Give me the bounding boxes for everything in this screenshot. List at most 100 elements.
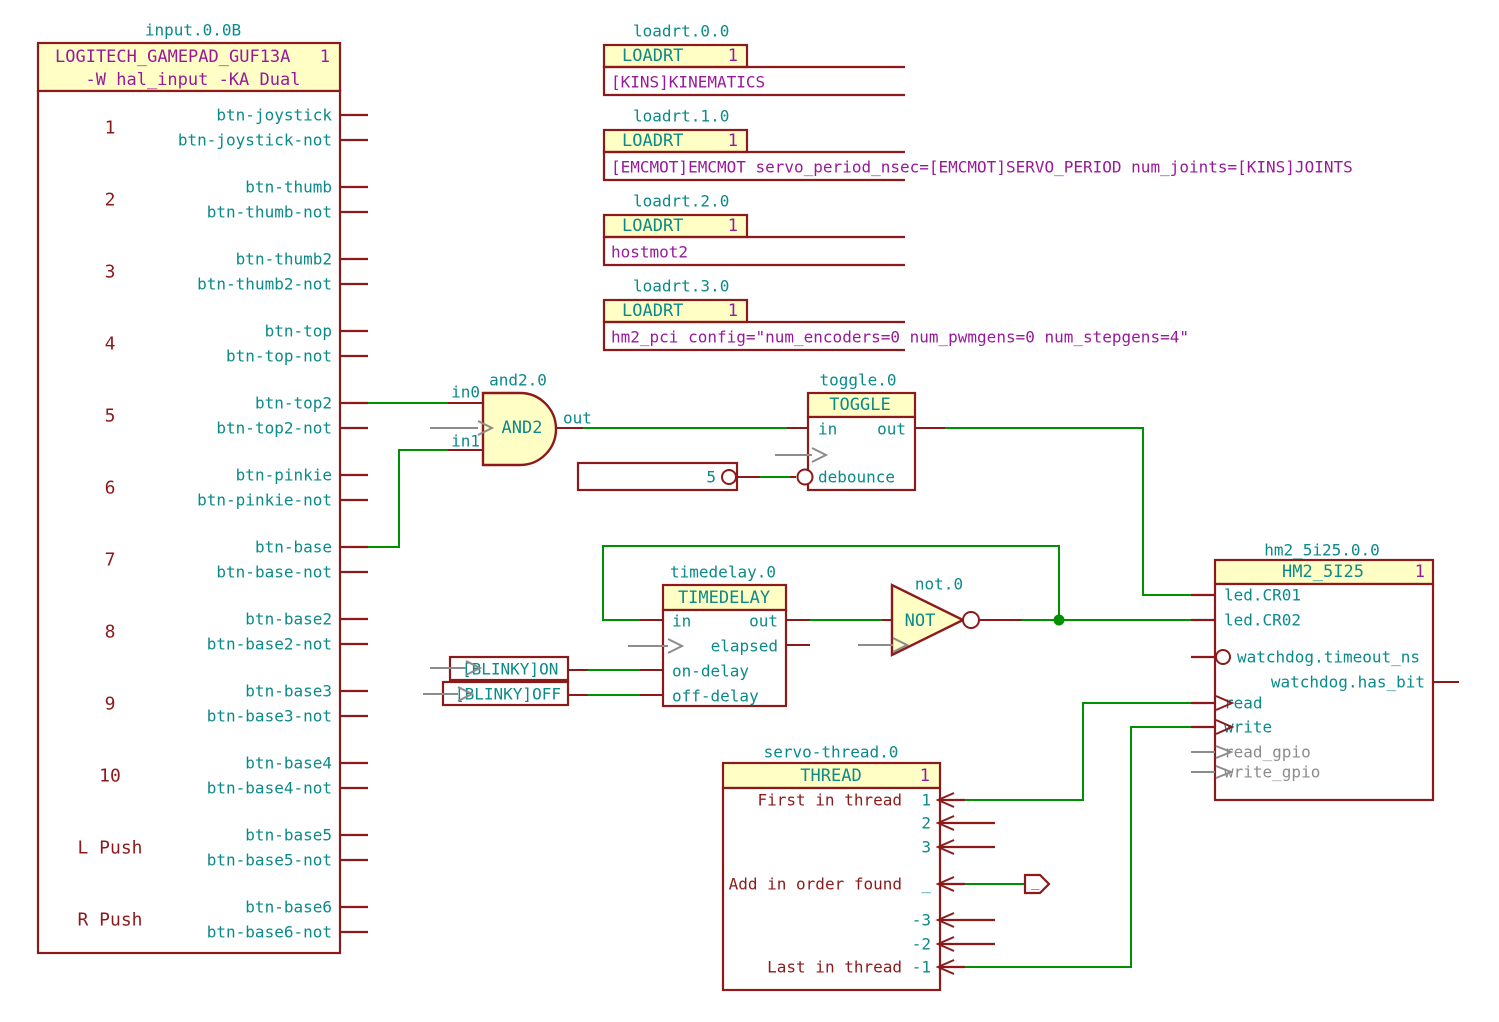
- loadrt-param-box[interactable]: [602, 65, 905, 97]
- and2-gate-label[interactable]: and2.0: [489, 371, 547, 390]
- input-block-pins: 1btn-joystickbtn-joystick-not2btn-thumbb…: [77, 106, 368, 942]
- pin-group-label: 5: [105, 406, 116, 427]
- and2-gate-body[interactable]: [481, 391, 558, 467]
- and2-pin-in1-label: in1: [451, 432, 480, 451]
- hm2-unit: 1: [1415, 562, 1425, 582]
- thread-pin-name: -2: [912, 935, 931, 954]
- timedelay-body[interactable]: [661, 608, 788, 708]
- loadrt-param-value[interactable]: [EMCMOT]EMCMOT servo_period_nsec=[EMCMOT…: [611, 158, 1353, 177]
- pin-group-label: L Push: [77, 838, 142, 859]
- toggle-label[interactable]: toggle.0: [819, 371, 896, 390]
- pin-group-label: 4: [105, 334, 116, 355]
- pin-name: btn-joystick-not: [178, 131, 332, 150]
- not-gate-body[interactable]: [890, 583, 966, 657]
- pin-group-label: 7: [105, 550, 116, 571]
- hm2-pin-name: write: [1224, 718, 1272, 737]
- toggle-param-value[interactable]: 5: [706, 468, 716, 487]
- loadrt-param-value[interactable]: [KINS]KINEMATICS: [611, 73, 765, 92]
- loadrt-param-value[interactable]: hm2_pci config="num_encoders=0 num_pwmge…: [611, 328, 1189, 347]
- hm2-pin-name: read: [1224, 694, 1263, 713]
- pin-name: btn-base5: [245, 826, 332, 845]
- hm2-body[interactable]: [1213, 582, 1435, 802]
- input-block-header[interactable]: [36, 41, 342, 93]
- pin-name: btn-base6-not: [207, 923, 332, 942]
- timedelay-block[interactable]: timedelay.0 TIMEDELAY in out elapsed on-…: [423, 563, 810, 708]
- input-arrowhead-icon: [935, 876, 955, 892]
- hm2-pin-name: led.CR02: [1224, 611, 1301, 630]
- loadrt-param-box[interactable]: [602, 320, 905, 352]
- pin-name: btn-base6: [245, 898, 332, 917]
- pin-name: btn-top: [265, 322, 332, 341]
- loadrt-label[interactable]: loadrt.3.0: [633, 277, 729, 296]
- wire-btn-base-in1[interactable]: [368, 449, 448, 548]
- input-arrowhead-icon: [1215, 695, 1235, 711]
- toggle-param-box[interactable]: [576, 461, 739, 492]
- pin-group-label: 8: [105, 622, 116, 643]
- wire-junction-dot[interactable]: [1053, 614, 1065, 626]
- hm2-label[interactable]: hm2_5i25.0.0: [1264, 541, 1380, 560]
- toggle-pin-debounce-bubble[interactable]: [796, 468, 814, 486]
- pin-name: btn-base3: [245, 682, 332, 701]
- toggle-pin-debounce-label: debounce: [818, 468, 895, 487]
- pin-group-label: 2: [105, 190, 116, 211]
- hm2-name: HM2_5I25: [1282, 562, 1364, 582]
- pin-group-label: 10: [99, 766, 121, 787]
- toggle-block[interactable]: toggle.0 TOGGLE in out debounce 5: [576, 371, 945, 492]
- and2-gate[interactable]: and2.0 AND2 in0 in1 out: [430, 371, 592, 467]
- thread-header[interactable]: [721, 761, 942, 790]
- timedelay-label[interactable]: timedelay.0: [670, 563, 776, 582]
- loadrt-label[interactable]: loadrt.1.0: [633, 107, 729, 126]
- wire-feedback-not-timedelay[interactable]: [602, 545, 1060, 621]
- loadrt-label[interactable]: loadrt.2.0: [633, 192, 729, 211]
- pin-name: btn-top2-not: [216, 419, 332, 438]
- order-flag[interactable]: [1023, 873, 1051, 895]
- blinky-off-param-value[interactable]: [BLINKY]OFF: [455, 685, 561, 704]
- toggle-name: TOGGLE: [829, 395, 890, 415]
- loadrt-param-box[interactable]: [602, 150, 905, 182]
- pin-group-label: 6: [105, 478, 116, 499]
- blinky-on-param-value[interactable]: [BLINKY]ON: [462, 660, 558, 679]
- wire-thread-1-write[interactable]: [965, 726, 1191, 968]
- timedelay-pin-elapsed-label: elapsed: [711, 637, 778, 656]
- thread-body[interactable]: [721, 786, 942, 992]
- toggle-body[interactable]: [806, 415, 917, 492]
- thread-pin-name: -3: [912, 911, 931, 930]
- loadrt-unit: 1: [728, 131, 738, 151]
- input-arrowhead-icon: [935, 792, 955, 808]
- not-gate[interactable]: not.0 NOT: [858, 575, 980, 657]
- hm2-pin-name: watchdog.timeout_ns: [1237, 648, 1420, 667]
- input-block-unit: 1: [320, 47, 330, 67]
- input-block-label[interactable]: input.0.0B: [145, 21, 241, 40]
- input-arrowhead-icon: [935, 912, 955, 928]
- pin-name: btn-base-not: [216, 563, 332, 582]
- pin-name: btn-top-not: [226, 347, 332, 366]
- toggle-pin-out-label: out: [877, 420, 906, 439]
- not-gate-label[interactable]: not.0: [915, 575, 963, 594]
- loadrt-param-value[interactable]: hostmot2: [611, 243, 688, 262]
- input-block-body[interactable]: [36, 89, 342, 955]
- wire-thread1-read[interactable]: [965, 702, 1191, 801]
- pin-group-label: R Push: [77, 910, 142, 931]
- hm2-block[interactable]: hm2_5i25.0.0 HM2_5I25 1 led.CR01led.CR02…: [1191, 541, 1459, 802]
- pin-name: btn-thumb2-not: [197, 275, 332, 294]
- input-arrowhead-icon: [457, 686, 475, 702]
- timedelay-name: TIMEDELAY: [678, 588, 770, 608]
- wire-toggle-out-ledcr01[interactable]: [945, 427, 1191, 596]
- input-arrowhead-icon: [935, 959, 955, 975]
- and2-pin-out-label: out: [563, 409, 592, 428]
- loadrt-param-box[interactable]: [602, 235, 905, 267]
- and2-gate-name: AND2: [502, 418, 543, 438]
- loadrt-type: LOADRT: [622, 46, 683, 66]
- input-block[interactable]: input.0.0B LOGITECH_GAMEPAD_GUF13A 1 -W …: [36, 21, 368, 955]
- thread-label[interactable]: servo-thread.0: [764, 743, 899, 762]
- loadrt-label[interactable]: loadrt.0.0: [633, 22, 729, 41]
- hm2-pin-invert-bubble: [1215, 649, 1231, 665]
